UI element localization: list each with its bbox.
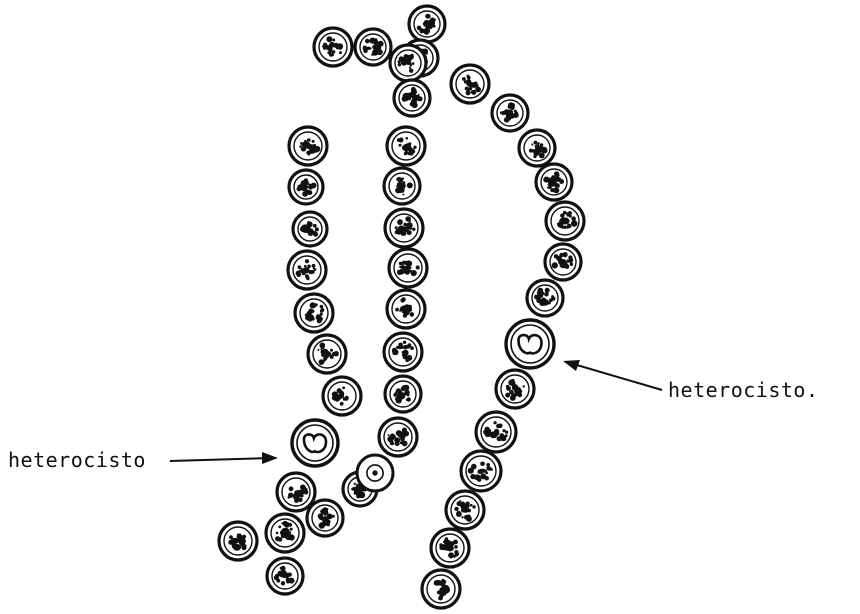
vegetative-cell <box>546 202 584 240</box>
annotations: heterocisto heterocisto. <box>8 360 819 472</box>
vegetative-cell <box>384 333 422 371</box>
vegetative-cell <box>307 500 343 536</box>
heterocyst-label-left: heterocisto <box>8 448 146 472</box>
vegetative-cell <box>492 95 528 131</box>
vegetative-cell <box>389 249 427 287</box>
heterocyst-arrow-left <box>170 458 272 461</box>
vegetative-cell <box>219 522 257 560</box>
heterocyst-cell-left <box>292 420 338 466</box>
vegetative-cell <box>536 164 572 200</box>
vegetative-cell <box>266 514 304 552</box>
vegetative-cell <box>446 491 484 529</box>
cell-chains <box>219 6 584 608</box>
vegetative-cell <box>422 570 460 608</box>
heterocyst-arrowhead-left <box>262 452 278 464</box>
vegetative-cell <box>384 168 420 204</box>
vegetative-cell <box>355 29 391 65</box>
vegetative-cell <box>385 376 421 412</box>
vegetative-cell <box>409 6 445 42</box>
vegetative-cell <box>277 473 315 511</box>
vegetative-cell <box>385 209 423 247</box>
vegetative-cell <box>476 412 516 452</box>
vegetative-cell <box>519 130 555 166</box>
vegetative-cell <box>394 80 430 116</box>
vegetative-cell <box>390 45 426 81</box>
vegetative-cell <box>295 294 333 332</box>
vegetative-cell <box>267 558 303 594</box>
vegetative-cell <box>387 290 425 328</box>
vegetative-cell <box>288 251 326 289</box>
vegetative-cell <box>496 370 534 408</box>
vegetative-cell <box>289 127 327 165</box>
vegetative-cell <box>308 335 346 373</box>
vegetative-cell <box>387 127 425 165</box>
spore-cell <box>357 455 393 491</box>
vegetative-cell <box>527 280 563 316</box>
vegetative-cell <box>431 529 469 567</box>
vegetative-cell <box>293 212 327 246</box>
vegetative-cell <box>289 170 323 204</box>
vegetative-cell <box>314 28 352 66</box>
vegetative-cell <box>461 451 501 491</box>
heterocyst-label-right: heterocisto. <box>668 378 819 402</box>
vegetative-cell <box>451 65 489 103</box>
heterocyst-arrowhead-right <box>563 360 580 371</box>
heterocyst-cell-right <box>506 320 554 368</box>
vegetative-cell <box>379 418 417 456</box>
vegetative-cell <box>323 377 361 415</box>
heterocyst-arrow-right <box>570 363 662 390</box>
vegetative-cell <box>545 244 581 280</box>
